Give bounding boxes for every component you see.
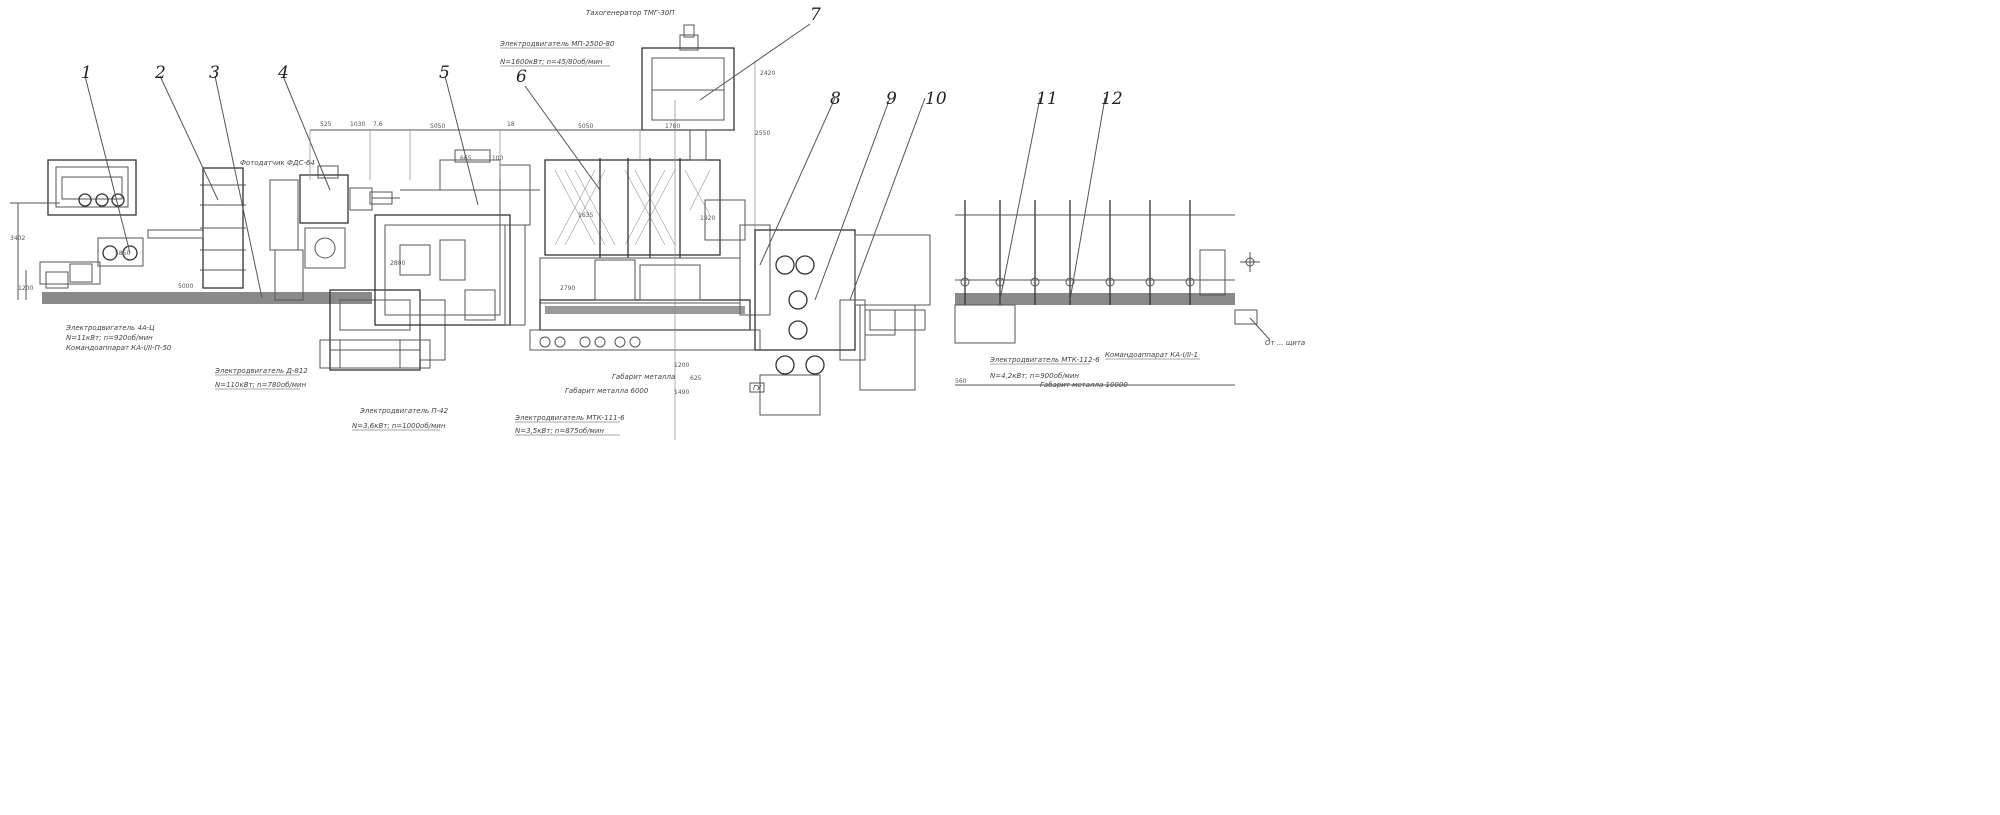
note-gabarit3: Габарит металла xyxy=(612,373,675,381)
motor-1-unit xyxy=(39,159,144,289)
note-motor4-spec: N=3,5кВт; n=875об/мин xyxy=(515,427,604,435)
callout-leaders xyxy=(84,23,1106,301)
note-gu: ГУ xyxy=(753,384,762,392)
dim-d19: 625 xyxy=(690,375,702,382)
dim-d7: 1030 xyxy=(350,121,365,128)
callout-3: 3 xyxy=(209,63,220,83)
callout-7: 7 xyxy=(810,5,821,25)
dim-d11: 5050 xyxy=(578,123,593,130)
dim-d15: 2420 xyxy=(760,70,775,77)
note-motor2-name: Электродвигатель Д-812 xyxy=(214,367,308,375)
gearbox-2 xyxy=(147,167,246,289)
motor-flywheel-4 xyxy=(269,165,400,301)
note-motor2-spec: N=110кВт; n=780об/мин xyxy=(215,381,307,389)
callout-6: 6 xyxy=(516,67,527,87)
callout-12: 12 xyxy=(1101,89,1123,109)
housing-5 xyxy=(374,149,540,326)
note-motor1-spec: N=11кВт; n=920об/мин xyxy=(66,334,153,342)
note-tachogen-top: Тахогенератор ТМГ-30П xyxy=(586,9,675,17)
pinch-units-8-10 xyxy=(754,229,931,416)
callout-4: 4 xyxy=(277,63,289,83)
main-stand-6 xyxy=(529,158,771,351)
dim-d16: 2550 xyxy=(755,130,770,137)
dim-d1: 5850 xyxy=(115,250,130,257)
dim-d2: 5000 xyxy=(178,283,193,290)
note-motor3-spec: N=3,6кВт; n=1000об/мин xyxy=(352,422,446,430)
callout-1: 1 xyxy=(81,63,92,83)
note-to-spare: От ... щита xyxy=(1265,339,1305,347)
annotations: Тахогенератор ТМГ-30П Электродвигатель М… xyxy=(65,9,1305,436)
dim-d4: 1200 xyxy=(18,285,33,292)
dim-d22: 1200 xyxy=(674,362,689,369)
note-controller1: Командоаппарат КА-I/II-П-50 xyxy=(66,344,172,352)
note-flywheel: Фотодатчик ФДС-64 xyxy=(240,159,315,167)
dim-d10: 18 xyxy=(507,121,515,128)
dim-d9: 5050 xyxy=(430,123,445,130)
callout-8: 8 xyxy=(830,89,841,109)
dim-d17: 1635 xyxy=(578,212,593,219)
dim-d14: 1100 xyxy=(488,155,503,162)
dim-d23: 560 xyxy=(955,378,967,385)
note-motor-top-name: Электродвигатель МП-2500-80 xyxy=(499,40,615,48)
note-motor3-name: Электродвигатель П-42 xyxy=(359,407,449,415)
dim-d5: 2800 xyxy=(390,260,405,267)
dimension-numbers: 5850 5000 3402 1200 2800 525 1030 7,6 50… xyxy=(10,70,967,396)
dim-d3: 3402 xyxy=(10,235,25,242)
note-motor4-name: Электродвигатель МТК-111-6 xyxy=(514,414,625,422)
note-gabarit2: Габарит металла 10000 xyxy=(1040,381,1128,389)
note-motor5-name: Электродвигатель МТК-112-6 xyxy=(989,356,1100,364)
note-motor1-name: Электродвигатель 4А-Ц xyxy=(65,324,155,332)
callout-2: 2 xyxy=(154,63,166,83)
note-gabarit1: Габарит металла 6000 xyxy=(565,387,649,395)
dim-d20: 1490 xyxy=(674,389,689,396)
dim-d13: 665 xyxy=(460,155,472,162)
feed-rail xyxy=(10,202,372,304)
callout-10: 10 xyxy=(925,89,947,109)
note-motor-top-spec: N=1600кВт; n=45/80об/мин xyxy=(500,58,603,66)
dim-d21: 2790 xyxy=(560,285,575,292)
dim-d8: 7,6 xyxy=(373,121,383,128)
callout-numbers: 1 2 3 4 5 6 7 8 9 10 11 12 xyxy=(81,5,1123,109)
dim-d18: 1920 xyxy=(700,215,715,222)
note-controller2: Командоаппарат КА-I/II-1 xyxy=(1105,351,1198,359)
dim-d12: 1780 xyxy=(665,123,680,130)
callout-11: 11 xyxy=(1036,89,1058,109)
dim-d6: 525 xyxy=(320,121,332,128)
callout-9: 9 xyxy=(886,89,897,109)
note-motor5-spec: N=4,2кВт; n=900об/мин xyxy=(990,372,1079,380)
callout-5: 5 xyxy=(439,63,450,83)
top-dimension-lines xyxy=(309,100,700,440)
top-motor-7 xyxy=(640,24,756,260)
